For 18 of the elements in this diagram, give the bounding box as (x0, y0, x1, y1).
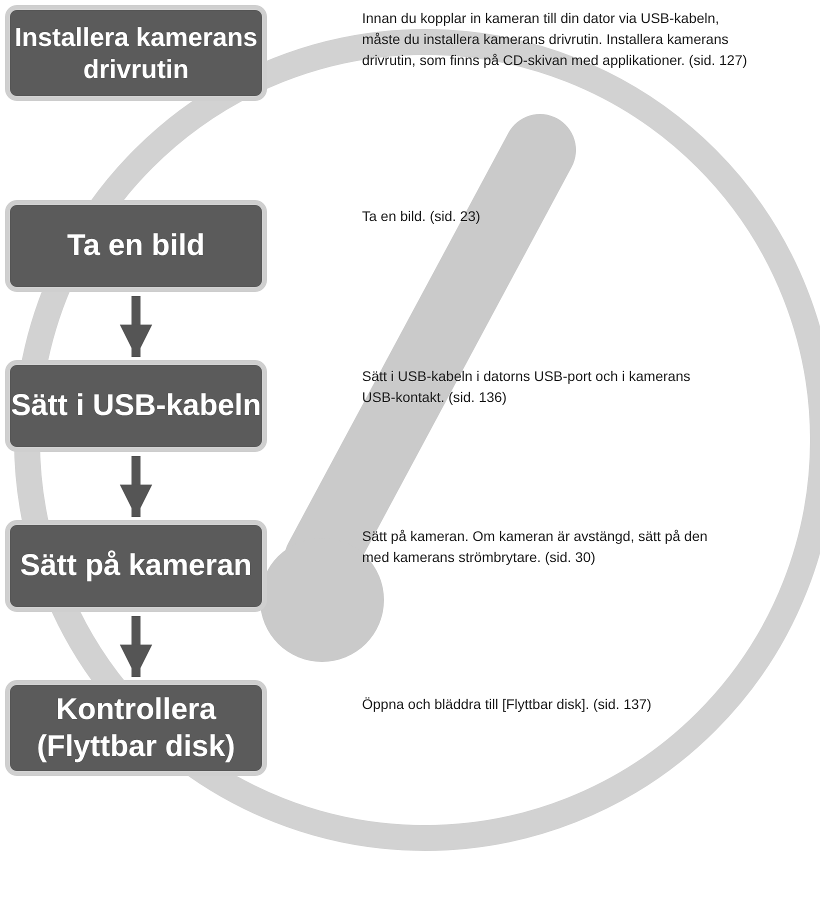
step-box (5, 680, 267, 776)
step-description: Sätt på kameran. Om kameran är avstängd, sätt på den med kamerans strömbrytare. (sid. 30) (362, 527, 709, 567)
step-title: Installera kamerans drivrutin (14, 20, 258, 86)
step-box (5, 360, 267, 452)
step-box (5, 200, 267, 292)
step-title: Sätt på kameran (20, 548, 252, 584)
arrow (120, 616, 152, 677)
step-box (5, 5, 267, 101)
step-box (5, 520, 267, 612)
arrow (120, 456, 152, 517)
step-description: Ta en bild. (sid. 23) (362, 207, 482, 226)
arrow (120, 296, 152, 357)
step-description: Öppna och bläddra till [Flyttbar disk]. (sid. 137) (362, 695, 652, 714)
step-title: Ta en bild (67, 228, 205, 264)
step-title: Kontrollera (Flyttbar disk) (36, 692, 236, 765)
step-description: Sätt i USB-kabeln i datorns USB-port och i kamerans USB-kontakt. (sid. 136) (362, 367, 692, 407)
step-title: Sätt i USB-kabeln (10, 388, 262, 424)
step-description: Innan du kopplar in kameran till din dator via USB-kabeln, måste du installera kamerans drivrutin. Installera kamerans drivrutin, som finns på CD-skivan med applikationer. (sid. 127) (362, 9, 748, 70)
